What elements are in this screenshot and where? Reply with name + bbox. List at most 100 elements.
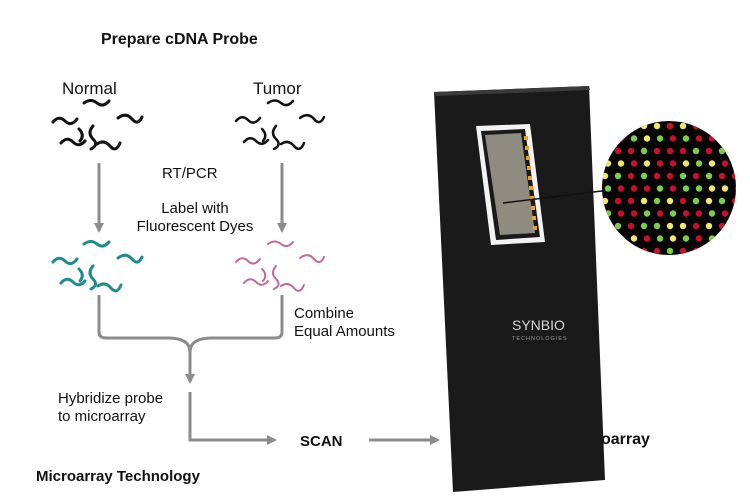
array-spot [695,210,703,217]
array-spot [692,222,700,230]
array-spot [627,222,635,230]
footer-caption: Microarray Technology [36,468,200,485]
array-spot [705,197,713,205]
array-spot [718,247,726,255]
array-spot [682,135,690,142]
array-spot [679,147,687,155]
array-spot [692,197,700,205]
diagram-title: Prepare cDNA Probe [101,31,258,48]
array-spot [666,197,674,205]
array-spot [692,147,700,155]
array-spot [602,197,609,205]
array-spot [643,235,651,242]
array-spot [666,147,674,155]
array-spot [734,135,736,142]
array-spot [617,135,625,142]
array-spot [718,172,726,180]
array-spot [721,160,729,167]
zoomed-array-spots [602,121,736,255]
combine-connector [97,295,284,353]
array-spot [708,235,716,242]
array-spot [731,147,736,155]
microarray-slide: SYNBIO TECHNOLOGIES [434,86,605,492]
array-spot [682,185,690,192]
arrow-to-scan [188,392,277,445]
array-spot [721,210,729,217]
array-spot [679,247,687,255]
array-spot [679,122,687,130]
array-spot [731,122,736,130]
array-spot [669,235,677,242]
array-spot [602,147,609,155]
array-spot [705,147,713,155]
array-spot [643,210,651,217]
array-spot [602,247,609,255]
array-spot [721,235,729,242]
normal-label: Normal [62,79,117,98]
array-spot [679,172,687,180]
array-spot [705,247,713,255]
array-spot [602,222,609,230]
array-spot [734,235,736,242]
array-spot [627,247,635,255]
hybridize-line2: to microarray [58,408,146,425]
array-spot [734,160,736,167]
array-spot [708,135,716,142]
array-spot [669,135,677,142]
array-spot [604,210,612,217]
array-spot [705,122,713,130]
array-spot [614,247,622,255]
array-spot [734,185,736,192]
array-spot [692,172,700,180]
normal-strands [51,99,144,151]
array-spot [656,160,664,167]
tumor-labeled-strands [235,240,325,292]
normal-labeled-strands [51,240,144,293]
tumor-strands [234,99,326,151]
array-spot [669,185,677,192]
array-spot [614,197,622,205]
array-spot [695,235,703,242]
slide-brand-name: SYNBIO [512,317,565,333]
scan-label: SCAN [300,433,343,450]
array-spot [630,210,638,217]
array-spot [653,172,661,180]
array-spot [602,122,609,130]
array-spot [731,172,736,180]
array-spot [653,122,661,130]
array-spot [604,160,612,167]
array-spot [721,135,729,142]
array-spot [708,160,716,167]
array-spot [692,122,700,130]
rt-pcr-label: RT/PCR [162,165,218,182]
array-spot [614,147,622,155]
array-spot [692,247,700,255]
array-spot [656,135,664,142]
array-spot [705,172,713,180]
array-spot [695,160,703,167]
array-spot [640,147,648,155]
array-spot [617,210,625,217]
array-spot [604,185,612,192]
array-spot [679,222,687,230]
array-spot [679,197,687,205]
array-spot [666,247,674,255]
array-spot [653,247,661,255]
array-spot [666,122,674,130]
hybridize-line1: Hybridize probe [58,390,164,407]
array-spot [643,185,651,192]
array-spot [643,135,651,142]
array-spot [627,172,635,180]
array-spot [653,197,661,205]
array-spot [705,222,713,230]
array-spot [656,235,664,242]
array-spot [640,197,648,205]
array-spot [682,160,690,167]
array-spot [643,160,651,167]
array-spot [656,185,664,192]
array-spot [604,235,612,242]
array-spot [627,122,635,130]
array-spot [731,197,736,205]
array-spot [604,135,612,142]
